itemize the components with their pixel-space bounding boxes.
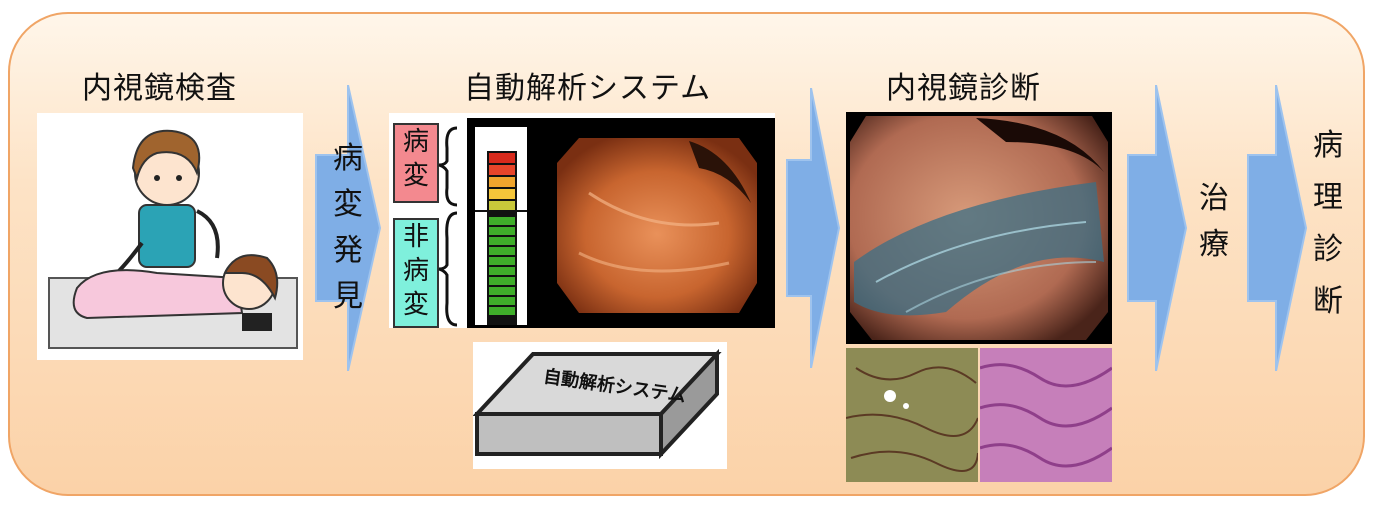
flow-arrow-4 xyxy=(1246,85,1308,371)
analysis-device-illustration: 自動解析システム xyxy=(473,342,727,469)
system-title: 自動解析システム xyxy=(464,63,711,107)
chromoendoscopy-image xyxy=(846,112,1112,344)
pathology-image-right xyxy=(980,348,1112,482)
pathology-diagnosis-label: 病 理 診 断 xyxy=(1306,120,1350,328)
exam-title: 内視鏡検査 xyxy=(82,63,237,107)
flow-arrow-3 xyxy=(1126,85,1188,371)
flow-arrow-2 xyxy=(785,88,841,368)
indicator-and-scope-image xyxy=(389,113,775,328)
diagnosis-title: 内視鏡診断 xyxy=(886,63,1041,107)
endoscopy-exam-illustration xyxy=(37,113,303,360)
treatment-label: 治 療 xyxy=(1192,176,1236,268)
device-box-image xyxy=(473,342,727,469)
lesion-found-label: 病 変 発 見 xyxy=(326,136,370,320)
analysis-panel: 病 変 非 病 変 xyxy=(389,113,775,328)
pathology-image-left xyxy=(846,348,978,482)
doctor-patient-image xyxy=(37,113,303,360)
